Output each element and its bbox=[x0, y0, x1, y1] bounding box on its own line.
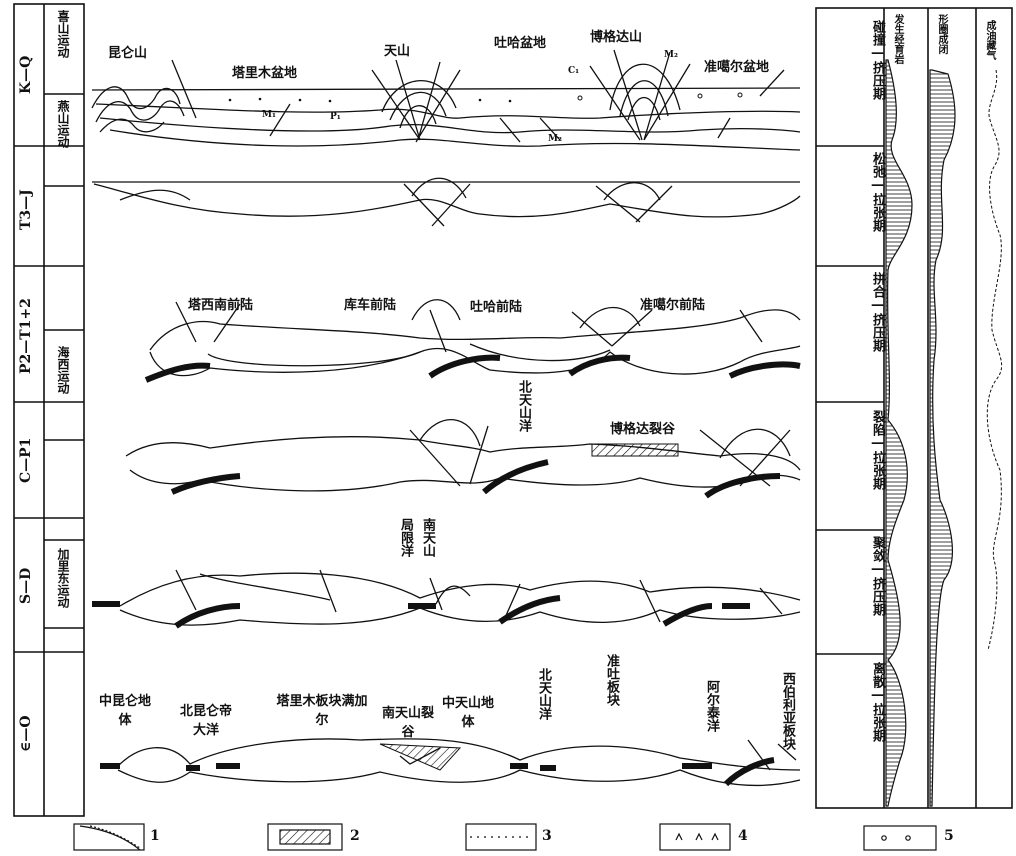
label-north-tianshan-ocean: 北天山洋 bbox=[516, 380, 530, 432]
section-tj bbox=[92, 178, 800, 226]
label-local-ocean: 局限洋 bbox=[398, 518, 412, 557]
label-junggar-basin: 准噶尔盆地 bbox=[704, 56, 769, 75]
stage-amalgamation: 拼合—挤压期 bbox=[824, 272, 884, 352]
header-trap-formation: 形圈成闭 bbox=[936, 14, 947, 54]
source-rock-curve bbox=[886, 60, 912, 806]
period-sd: S—D bbox=[18, 528, 34, 644]
cp-slabs bbox=[172, 462, 780, 496]
label-kuche-foreland: 库车前陆 bbox=[344, 294, 396, 313]
period-kq: K—Q bbox=[18, 20, 34, 130]
south-tianshan-rift-fill bbox=[380, 744, 460, 770]
label-bogda-rift: 博格达裂谷 bbox=[610, 418, 675, 437]
kq-dots bbox=[229, 93, 742, 102]
period-tj: T3—J bbox=[18, 160, 34, 260]
label-m3: M₂ bbox=[664, 50, 678, 60]
orogeny-yanshan: 燕山运动 bbox=[56, 100, 69, 148]
orogeny-hercynian: 海西运动 bbox=[56, 346, 69, 394]
period-eo: ∈—O bbox=[18, 664, 34, 804]
legend-item-1: 1 bbox=[150, 828, 160, 844]
label-tuha-basin: 吐哈盆地 bbox=[494, 32, 546, 51]
label-tarim-plate: 塔里木板块满加尔 bbox=[272, 690, 372, 728]
label-mid-tianshan-terrane: 中天山地体 bbox=[440, 692, 496, 730]
bogda-rift-fill bbox=[592, 444, 678, 456]
period-pt: P2—T1+2 bbox=[18, 276, 34, 396]
label-taxinan-foreland: 塔西南前陆 bbox=[188, 294, 253, 313]
oil-gas-curve bbox=[987, 70, 1001, 650]
trap-formation-curve bbox=[930, 70, 955, 806]
label-kunlun-mountains: 昆仑山 bbox=[108, 42, 147, 61]
header-oil-gas: 成油藏气 bbox=[984, 20, 995, 60]
label-altai-ocean: 阿尔泰洋 bbox=[704, 680, 718, 732]
stage-relaxation: 松弛—拉张期 bbox=[824, 152, 884, 232]
label-north-tianshan-ocean-eo: 北天山洋 bbox=[536, 668, 550, 720]
section-sd bbox=[120, 570, 800, 625]
label-mid-kunlun-terrane: 中昆仑地体 bbox=[98, 690, 152, 728]
label-north-kunlun-ocean: 北昆仑帝大洋 bbox=[178, 700, 234, 738]
label-m2: M₂ bbox=[548, 134, 562, 144]
label-junggar-foreland: 准噶尔前陆 bbox=[640, 294, 705, 313]
label-c1: C₁ bbox=[568, 66, 579, 76]
label-bogda-mountains: 博格达山 bbox=[590, 26, 642, 45]
label-tuha-foreland: 吐哈前陆 bbox=[470, 296, 522, 315]
label-south-tianshan-rift: 南天山裂谷 bbox=[380, 702, 436, 740]
sd-slabs bbox=[92, 598, 750, 626]
label-siberia-plate: 西伯利亚板块 bbox=[780, 672, 794, 768]
legend bbox=[74, 824, 936, 850]
label-p1: P₁ bbox=[330, 112, 341, 122]
label-tarim-basin: 塔里木盆地 bbox=[232, 62, 297, 81]
header-source-rock: 发生经育岩 bbox=[892, 14, 903, 64]
label-tianshan: 天山 bbox=[384, 40, 410, 59]
orogeny-himalayan: 喜山运动 bbox=[56, 10, 69, 58]
orogeny-caledonian: 加里东运动 bbox=[56, 548, 69, 608]
label-m1: M₁ bbox=[262, 110, 276, 120]
stage-collision: 碰撞—挤压期 bbox=[824, 20, 884, 100]
section-eo bbox=[118, 739, 800, 786]
label-south-tianshan: 南天山 bbox=[420, 518, 434, 557]
stage-dispersion: 离散—拉张期 bbox=[824, 662, 884, 742]
legend-item-3: 3 bbox=[542, 828, 552, 844]
legend-item-5: 5 bbox=[944, 828, 954, 844]
legend-item-2: 2 bbox=[350, 828, 360, 844]
pt-slabs bbox=[146, 358, 800, 380]
section-kq bbox=[92, 50, 800, 150]
stage-rifting: 裂陷—拉张期 bbox=[824, 410, 884, 490]
period-cp: C—P1 bbox=[18, 410, 34, 510]
label-juntu-plate: 准吐板块 bbox=[604, 654, 618, 706]
stage-convergence: 聚敛—挤压期 bbox=[824, 536, 884, 616]
legend-item-4: 4 bbox=[738, 828, 748, 844]
